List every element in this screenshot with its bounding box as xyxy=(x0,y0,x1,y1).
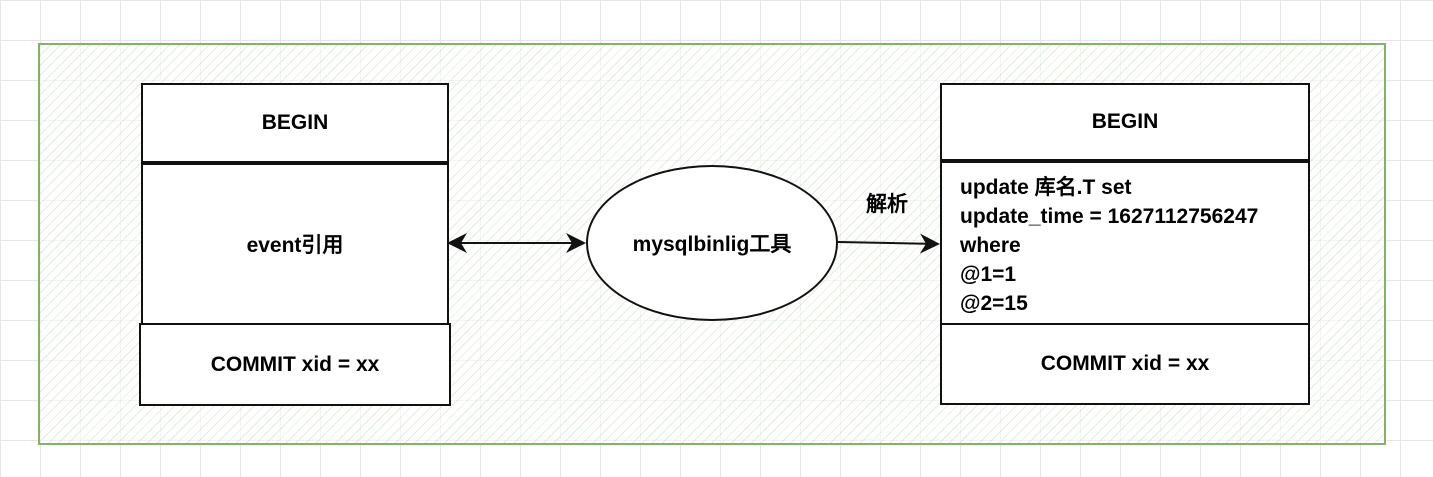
left-commit-box: COMMIT xid = xx xyxy=(139,323,451,406)
right-commit-label: COMMIT xid = xx xyxy=(1040,352,1210,375)
left-commit-label: COMMIT xid = xx xyxy=(210,352,380,376)
left-event-label: event引用 xyxy=(246,234,344,257)
parse-label: 解析 xyxy=(866,193,908,216)
tool-ellipse: mysqlbinlig工具 xyxy=(586,165,838,321)
left-begin-label: BEGIN xyxy=(261,111,329,134)
right-begin-box: BEGIN xyxy=(940,83,1310,161)
right-sql-box: update 库名.T set update_time = 1627112756… xyxy=(940,161,1310,325)
left-begin-box: BEGIN xyxy=(141,83,449,163)
sql-line: update 库名.T set xyxy=(960,176,1132,199)
sql-line: update_time = 1627112756247 xyxy=(960,205,1259,228)
parse-arrow xyxy=(837,233,940,254)
tool-label: mysqlbinlig工具 xyxy=(632,233,792,256)
right-begin-label: BEGIN xyxy=(1091,110,1159,133)
sql-line: @2=15 xyxy=(960,292,1028,315)
left-event-box: event引用 xyxy=(141,163,449,325)
right-commit-box: COMMIT xid = xx xyxy=(940,323,1310,405)
sql-line: @1=1 xyxy=(960,263,1017,286)
sql-line: where xyxy=(960,234,1021,257)
